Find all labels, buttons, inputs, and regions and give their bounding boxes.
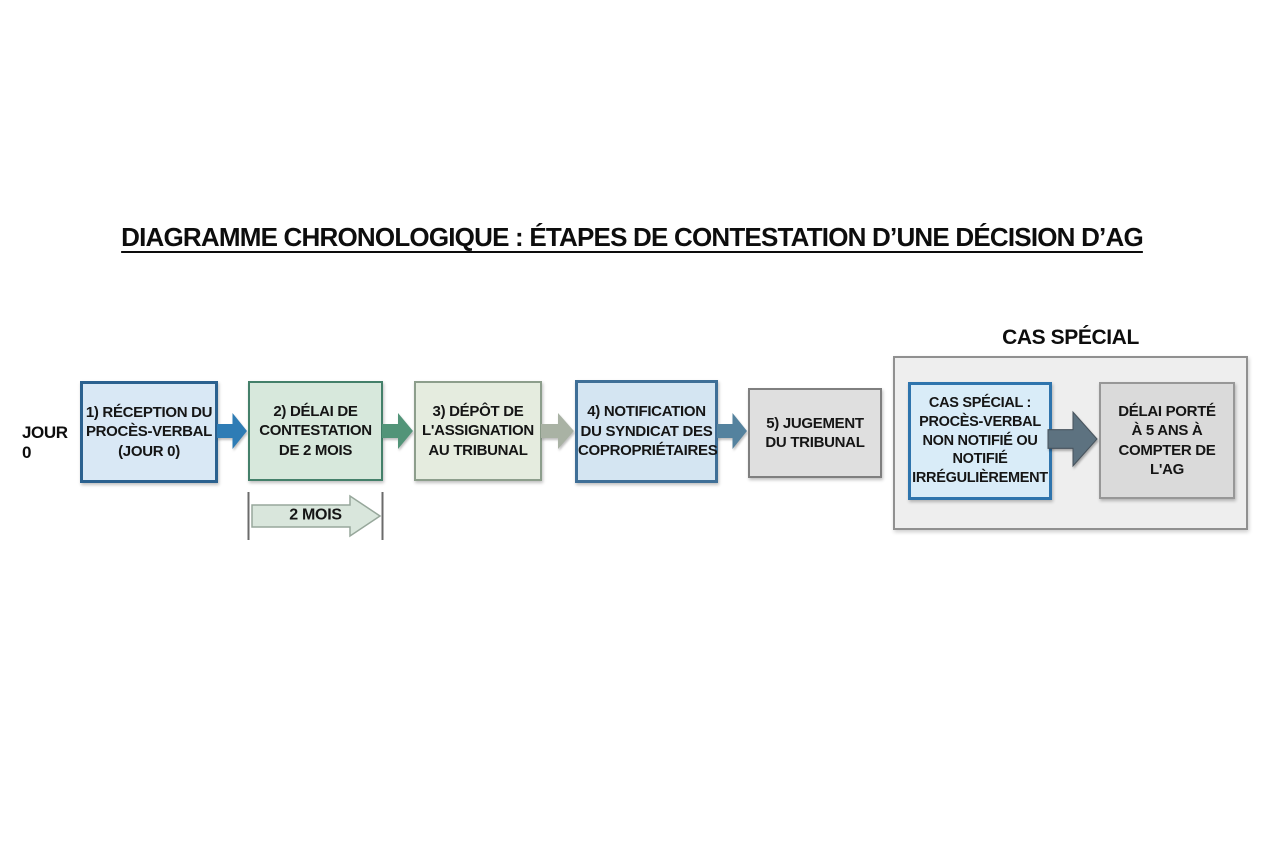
timeline-start-label: JOUR 0	[22, 423, 68, 462]
duration-measure-arrow: 2 MOIS	[247, 492, 384, 540]
page-title: DIAGRAMME CHRONOLOGIQUE : ÉTAPES DE CONT…	[121, 222, 1144, 252]
step-box-5-jugement: 5) JUGEMENT DU TRIBUNAL	[748, 388, 882, 478]
step-1-label: 1) RÉCEPTION DU PROCÈS-VERBAL (JOUR 0)	[85, 403, 213, 460]
arrow-right-icon	[717, 413, 747, 449]
step-5-label: 5) JUGEMENT DU TRIBUNAL	[765, 414, 865, 452]
arrow-right-icon	[541, 413, 574, 449]
special-case-cause-label: CAS SPÉCIAL : PROCÈS-VERBAL NON NOTIFIÉ …	[912, 394, 1048, 487]
arrow-right-icon	[217, 413, 247, 449]
special-case-cause-box: CAS SPÉCIAL : PROCÈS-VERBAL NON NOTIFIÉ …	[908, 382, 1052, 500]
special-case-effect-label: DÉLAI PORTÉ À 5 ANS À COMPTER DE L'AG	[1118, 402, 1216, 479]
arrow-right-icon	[1047, 410, 1098, 468]
special-case-effect-box: DÉLAI PORTÉ À 5 ANS À COMPTER DE L'AG	[1099, 382, 1235, 499]
flow-arrow-2	[382, 412, 414, 450]
duration-label: 2 MOIS	[289, 506, 342, 524]
step-box-3-depot: 3) DÉPÔT DE L'ASSIGNATION AU TRIBUNAL	[414, 381, 542, 481]
measure-arrow-icon	[247, 492, 384, 540]
special-case-header: CAS SPÉCIAL	[1002, 326, 1139, 349]
step-4-label: 4) NOTIFICATION DU SYNDICAT DES COPROPRI…	[578, 403, 718, 460]
flow-arrow-3	[541, 412, 575, 450]
step-box-4-notification: 4) NOTIFICATION DU SYNDICAT DES COPROPRI…	[575, 380, 718, 483]
step-2-label: 2) DÉLAI DE CONTESTATION DE 2 MOIS	[259, 402, 372, 459]
flow-arrow-4	[717, 412, 748, 450]
flow-arrow-1	[217, 412, 248, 450]
arrow-right-icon	[382, 413, 413, 449]
step-box-2-delai: 2) DÉLAI DE CONTESTATION DE 2 MOIS	[248, 381, 383, 481]
step-3-label: 3) DÉPÔT DE L'ASSIGNATION AU TRIBUNAL	[422, 402, 534, 459]
special-case-arrow	[1047, 408, 1099, 470]
step-box-1-reception: 1) RÉCEPTION DU PROCÈS-VERBAL (JOUR 0)	[80, 381, 218, 483]
